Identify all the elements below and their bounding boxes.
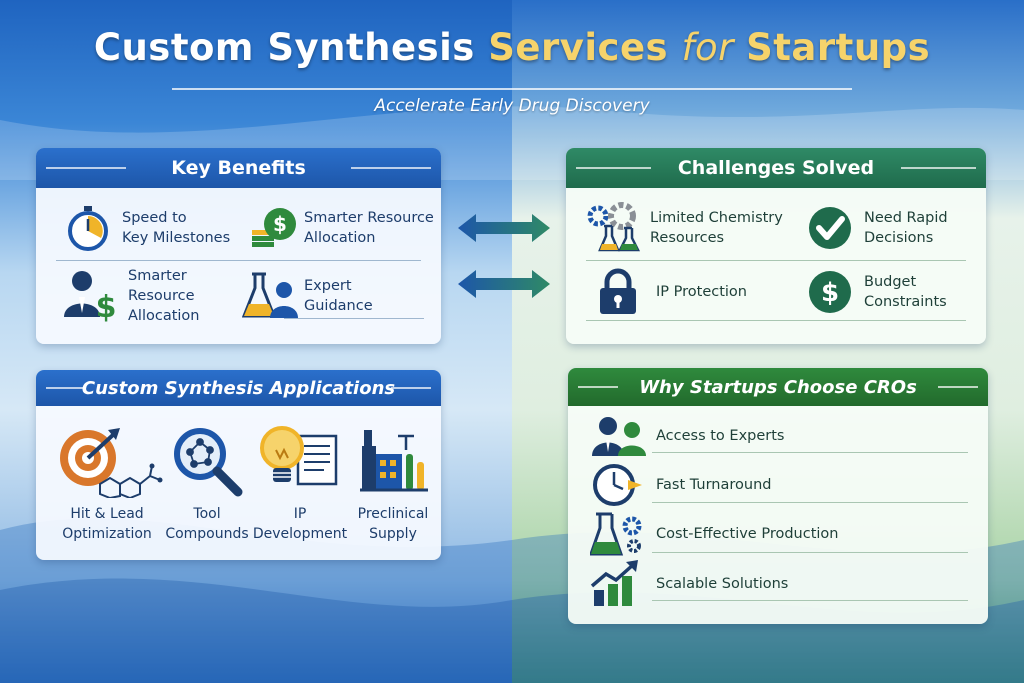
challenge-chemistry-line1: Limited Chemistry [650,210,783,226]
benefit-resource-line1: Smarter Resource [304,210,434,226]
benefit-resource-line2: Allocation [304,230,376,246]
benefit-allocation: $ Smarter Resource Allocation [62,266,199,326]
svg-text:$: $ [273,212,287,236]
why-experts-label: Access to Experts [656,428,785,444]
applications-title: Custom Synthesis Applications [81,377,396,399]
challenge-budget-line2: Constraints [864,294,947,310]
target-molecule-icon [60,428,163,498]
page-subtitle: Accelerate Early Drug Discovery [374,96,650,116]
challenge-chemistry: Limited Chemistry Resources [584,202,783,254]
why-scalable-label: Scalable Solutions [656,576,789,592]
challenge-budget: $ Budget Constraints [806,268,947,316]
benefit-expert: Expert Guidance [242,270,373,322]
dollar-icon: $ [809,271,851,313]
growth-chart-icon [590,560,638,606]
benefit-speed-line2: Key Milestones [122,230,231,246]
benefit-resource: $ Smarter Resource Allocation [250,204,434,252]
page-title: Custom Synthesis Services for Startups [93,26,931,69]
svg-text:$: $ [821,278,839,308]
challenge-budget-line1: Budget [864,274,917,290]
challenges-divider-2 [586,320,966,321]
benefit-allocation-line1: Smarter [128,268,187,284]
lock-icon [600,268,636,314]
double-arrow-icon [458,270,550,298]
svg-text:$: $ [96,290,117,325]
app-tool-compounds: Tool Compounds [165,506,249,542]
key-benefits-title: Key Benefits [171,157,306,179]
benefit-speed: Speed to Key Milestones [64,204,230,252]
why-scalable: Scalable Solutions [590,560,788,608]
benefit-allocation-line3: Allocation [128,308,200,324]
challenge-ip-label: IP Protection [656,284,747,300]
challenges-title: Challenges Solved [677,157,875,179]
why-cros-header: Why Startups Choose CROs [568,368,988,406]
challenges-panel: Challenges Solved Limited Chemistry Reso… [566,148,986,344]
benefit-speed-line1: Speed to [122,210,187,226]
applications-header: Custom Synthesis Applications [36,370,441,406]
challenge-decisions-line1: Need Rapid [864,210,948,226]
connector-arrows [458,214,550,298]
challenge-chemistry-line2: Resources [650,230,725,246]
app-preclinical-supply: Preclinical Supply [357,506,429,542]
flask-person-icon [242,272,298,318]
why-experts: Access to Experts [590,414,784,458]
why-turnaround: Fast Turnaround [590,462,771,508]
why-divider-3 [652,552,968,553]
why-cros-title: Why Startups Choose CROs [639,376,917,398]
benefit-allocation-line2: Resource [128,288,195,304]
key-benefits-panel: Key Benefits Speed to Key Milestones $ [36,148,441,344]
experts-icon [592,417,646,456]
why-cros-panel: Why Startups Choose CROs Access to Exper… [568,368,988,624]
flask-gear-icon [590,512,642,556]
person-dollar-icon: $ [64,271,117,325]
benefit-expert-line2: Guidance [304,298,373,314]
why-turnaround-label: Fast Turnaround [656,477,772,493]
applications-panel: Custom Synthesis Applications [36,370,441,560]
app-hit-lead: Hit & Lead Optimization [62,506,152,542]
magnifier-molecule-icon [174,428,243,497]
challenge-decisions-line2: Decisions [864,230,934,246]
why-divider-4 [652,600,968,601]
challenge-decisions: Need Rapid Decisions [806,204,948,252]
challenge-ip: IP Protection [596,268,747,316]
why-cost: Cost-Effective Production [590,510,838,558]
why-divider-1 [652,452,968,453]
checkmark-icon [809,207,851,249]
app-ip-development: IP Development [252,506,348,542]
factory-icon [360,430,428,492]
benefits-divider [56,260,421,261]
benefit-expert-line1: Expert [304,278,352,294]
double-arrow-icon [458,214,550,242]
why-divider-2 [652,502,968,503]
money-icon: $ [252,208,296,247]
gears-flask-icon [587,202,641,252]
benefits-divider-2 [284,318,424,319]
key-benefits-header: Key Benefits [36,148,441,188]
title-divider [172,88,852,90]
stopwatch-icon [68,206,108,251]
challenges-header: Challenges Solved [566,148,986,188]
clock-icon [593,464,642,506]
why-cost-label: Cost-Effective Production [656,526,839,542]
lightbulb-document-icon [260,426,338,486]
challenges-divider [586,260,966,261]
